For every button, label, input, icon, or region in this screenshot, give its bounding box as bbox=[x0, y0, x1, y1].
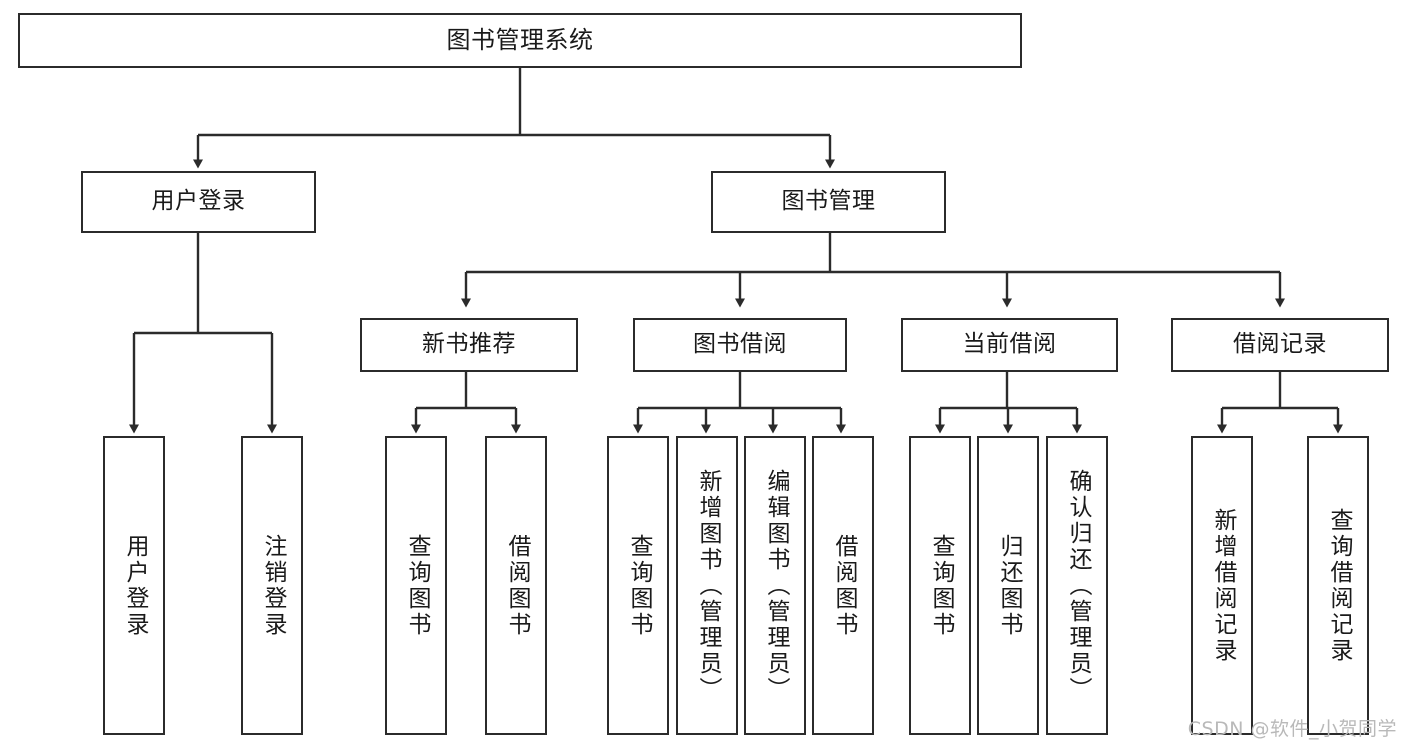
node-book-borrow[interactable]: 图书借阅 bbox=[633, 318, 847, 372]
node-label-leaf-return-book: 归还图书 bbox=[995, 533, 1022, 638]
node-new-book-recommend[interactable]: 新书推荐 bbox=[360, 318, 578, 372]
node-label-leaf-logout: 注销登录 bbox=[259, 533, 286, 638]
node-label-leaf-query-book-1: 查询图书 bbox=[403, 533, 430, 638]
node-borrow-record[interactable]: 借阅记录 bbox=[1171, 318, 1389, 372]
node-label-leaf-borrow-book-1: 借阅图书 bbox=[503, 533, 530, 638]
node-leaf-borrow-book-1[interactable]: 借阅图书 bbox=[485, 436, 547, 735]
node-label-leaf-confirm-return: 确认归还（管理员） bbox=[1064, 468, 1091, 703]
node-label-leaf-edit-book: 编辑图书（管理员） bbox=[762, 468, 789, 703]
node-label-book-manage: 图书管理 bbox=[781, 188, 876, 215]
node-label-leaf-query-book-3: 查询图书 bbox=[927, 533, 954, 638]
node-leaf-query-book-1[interactable]: 查询图书 bbox=[385, 436, 447, 735]
node-leaf-query-book-2[interactable]: 查询图书 bbox=[607, 436, 669, 735]
node-current-borrow[interactable]: 当前借阅 bbox=[901, 318, 1118, 372]
node-label-leaf-add-record: 新增借阅记录 bbox=[1209, 507, 1236, 664]
node-user-login[interactable]: 用户登录 bbox=[81, 171, 316, 233]
node-label-leaf-add-book: 新增图书（管理员） bbox=[694, 468, 721, 703]
node-leaf-confirm-return[interactable]: 确认归还（管理员） bbox=[1046, 436, 1108, 735]
node-leaf-add-record[interactable]: 新增借阅记录 bbox=[1191, 436, 1253, 735]
node-label-book-borrow: 图书借阅 bbox=[693, 331, 787, 358]
node-label-leaf-user-login: 用户登录 bbox=[121, 533, 148, 638]
node-leaf-borrow-book-2[interactable]: 借阅图书 bbox=[812, 436, 874, 735]
node-label-leaf-query-book-2: 查询图书 bbox=[625, 533, 652, 638]
node-label-user-login: 用户登录 bbox=[151, 188, 246, 215]
node-root-system[interactable]: 图书管理系统 bbox=[18, 13, 1022, 68]
csdn-watermark: CSDN @软件_小贺同学 bbox=[1187, 718, 1397, 740]
node-leaf-query-book-3[interactable]: 查询图书 bbox=[909, 436, 971, 735]
node-leaf-add-book[interactable]: 新增图书（管理员） bbox=[676, 436, 738, 735]
node-leaf-user-login[interactable]: 用户登录 bbox=[103, 436, 165, 735]
node-book-manage[interactable]: 图书管理 bbox=[711, 171, 946, 233]
node-leaf-edit-book[interactable]: 编辑图书（管理员） bbox=[744, 436, 806, 735]
node-leaf-return-book[interactable]: 归还图书 bbox=[977, 436, 1039, 735]
node-label-leaf-query-record: 查询借阅记录 bbox=[1325, 507, 1352, 664]
node-leaf-logout[interactable]: 注销登录 bbox=[241, 436, 303, 735]
node-leaf-query-record[interactable]: 查询借阅记录 bbox=[1307, 436, 1369, 735]
node-label-borrow-record: 借阅记录 bbox=[1233, 331, 1327, 358]
node-label-root: 图书管理系统 bbox=[446, 26, 594, 55]
node-label-new-book-recommend: 新书推荐 bbox=[422, 331, 516, 358]
node-label-current-borrow: 当前借阅 bbox=[962, 331, 1057, 358]
node-label-leaf-borrow-book-2: 借阅图书 bbox=[830, 533, 857, 638]
